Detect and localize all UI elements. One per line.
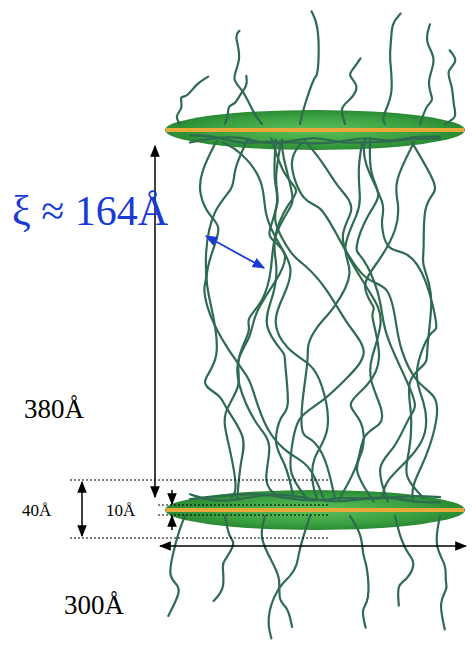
polymer-chain — [190, 135, 440, 142]
thickness-dimension: 40Å — [22, 502, 51, 519]
core-dimension-arrow — [171, 516, 173, 530]
polymer-chain — [275, 141, 364, 498]
polymer-chain — [406, 142, 435, 498]
polymer-chain — [225, 139, 296, 498]
diameter-dimension-arrow — [160, 545, 466, 547]
core-guide-line — [158, 505, 330, 506]
polymer-chain — [292, 143, 437, 499]
polymer-chain — [190, 494, 440, 502]
polymer-chain — [383, 14, 400, 124]
polymer-chain — [357, 138, 415, 501]
polymer-chain — [342, 58, 361, 124]
polymer-chain — [395, 516, 413, 606]
polymer-chain — [301, 142, 362, 498]
polymer-chain — [168, 516, 185, 616]
polymer-chain — [234, 31, 262, 124]
polymer-chain — [305, 141, 382, 499]
mesh-size-arrow — [206, 236, 264, 268]
top-disc — [165, 110, 465, 150]
core-dimension-arrow — [171, 490, 173, 504]
core-guide-line — [158, 515, 330, 516]
diameter-dimension: 300Å — [64, 592, 124, 619]
thickness-dimension-arrow — [81, 482, 83, 536]
polymer-chain — [267, 140, 294, 497]
polymer-chain — [177, 77, 208, 124]
polymer-chain — [437, 516, 447, 629]
polymer-chain — [445, 50, 455, 124]
polymer-chain — [269, 516, 310, 638]
polymer-chain — [300, 11, 319, 124]
polymer-chain — [237, 140, 285, 498]
polymer-chain — [214, 516, 234, 601]
polymer-chain — [420, 24, 434, 124]
top-core-layer — [166, 128, 464, 132]
polymer-chains — [168, 11, 455, 638]
thickness-guide-line — [70, 538, 330, 539]
mesh-size-label: ξ ≈ 164Å — [12, 190, 168, 232]
polymer-chain — [262, 516, 292, 627]
polymer-chain — [350, 516, 368, 628]
polymer-chain — [223, 142, 328, 500]
thickness-guide-line — [70, 480, 330, 481]
core-dimension: 10Å — [106, 502, 135, 519]
polymer-chain — [364, 139, 437, 497]
polymer-chain — [200, 141, 244, 499]
bottom-core-layer — [166, 508, 464, 512]
polymer-chain — [190, 136, 440, 143]
spacing-dimension: 380Å — [24, 396, 84, 423]
